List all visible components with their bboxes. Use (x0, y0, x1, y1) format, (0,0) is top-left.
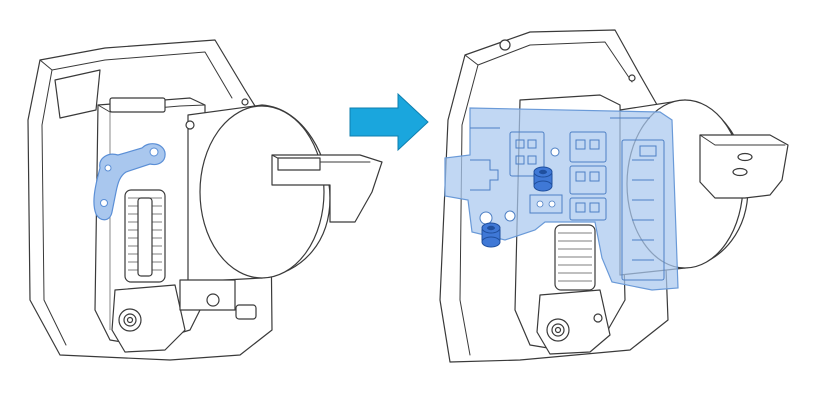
screw-icon (481, 222, 501, 248)
lever-arm-before (271, 154, 383, 223)
highlighted-bracket (93, 143, 166, 221)
lever-arm-after (699, 134, 789, 199)
arrow-right-icon (349, 92, 429, 152)
extruder-assembly-after (439, 29, 789, 363)
drive-gear (124, 189, 166, 283)
screw-icon (533, 166, 553, 192)
motor-before (179, 104, 331, 320)
highlighted-circuit-board (444, 107, 679, 291)
drive-gear-after (554, 224, 596, 291)
extruder-assembly-before (27, 39, 383, 361)
